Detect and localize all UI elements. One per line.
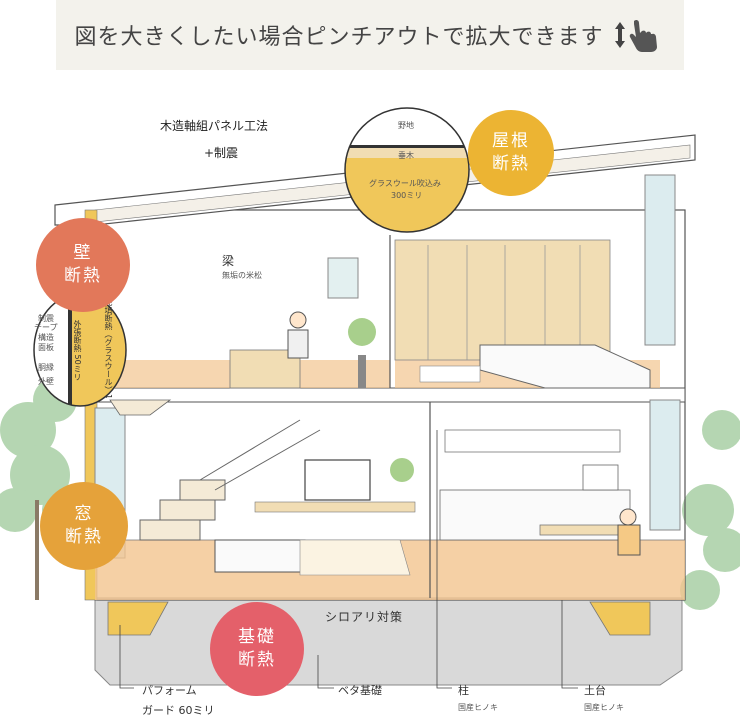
beam-title: 梁 [222,252,234,269]
sofa [215,540,305,572]
staircase [140,480,225,540]
pointing-hand-icon [626,17,666,53]
wall-insulation-label: 壁 断熱 [64,242,102,288]
house-cutaway-diagram: 木造軸組パネル工法 +制震 野地 垂木 グラスウール吹込み 300ミリ 制震 テ… [0,70,740,722]
upper-floor [95,388,685,402]
roof-layer-3-line2: 300ミリ [391,190,422,201]
tv [305,460,370,500]
banner-icons [614,17,666,53]
method-title-line1: 木造軸組パネル工法 [160,117,268,134]
perform-guard-label-2: ガード 60ミリ [142,702,215,718]
roof-insulation-badge: 屋根 断熱 [468,110,554,196]
arrow-updown-icon [614,20,626,50]
wall-layer-5: 胴縁 [38,362,54,373]
method-title-line2: +制震 [204,144,238,161]
wall-layer-4: 面板 [38,342,54,353]
range-hood [445,430,620,452]
beam-subtitle: 無垢の米松 [222,270,262,281]
sill-subtitle: 国産ヒノキ [584,702,624,713]
foundation-insulation-badge: 基礎 断熱 [210,602,304,696]
roof-layer-2: 垂木 [398,150,414,161]
pinch-hint-text: 図を大きくしたい場合ピンチアウトで拡大できます [74,19,603,51]
sill-label: 土台 [584,682,606,698]
termite-label: シロアリ対策 [325,608,403,625]
pillar-label: 柱 [458,682,469,698]
closet [395,240,610,360]
roof-layer-1: 野地 [398,120,414,131]
solid-foundation-label: ベタ基礎 [338,682,382,698]
window-insulation-label: 窓 断熱 [65,503,103,549]
wall-fill-insulation: 充填断熱（グラスウール）105ミリ [103,298,114,398]
roof-insulation-label: 屋根 断熱 [492,130,530,176]
wall-outer-insulation: 外張断熱 50ミリ [72,320,83,400]
wall-insulation-badge: 壁 断熱 [36,218,130,312]
pillar-subtitle: 国産ヒノキ [458,702,498,713]
foundation-insulation-label: 基礎 断熱 [238,626,276,672]
roof-layer-3-line1: グラスウール吹込み [369,178,441,189]
tree-right [680,410,740,610]
pinch-hint-banner: 図を大きくしたい場合ピンチアウトで拡大できます [56,0,684,70]
window-right [645,175,675,345]
window-insulation-badge: 窓 断熱 [40,482,128,570]
perform-guard-label-1: パフォーム [142,682,197,698]
wall-layer-6: 外壁 [38,376,54,387]
